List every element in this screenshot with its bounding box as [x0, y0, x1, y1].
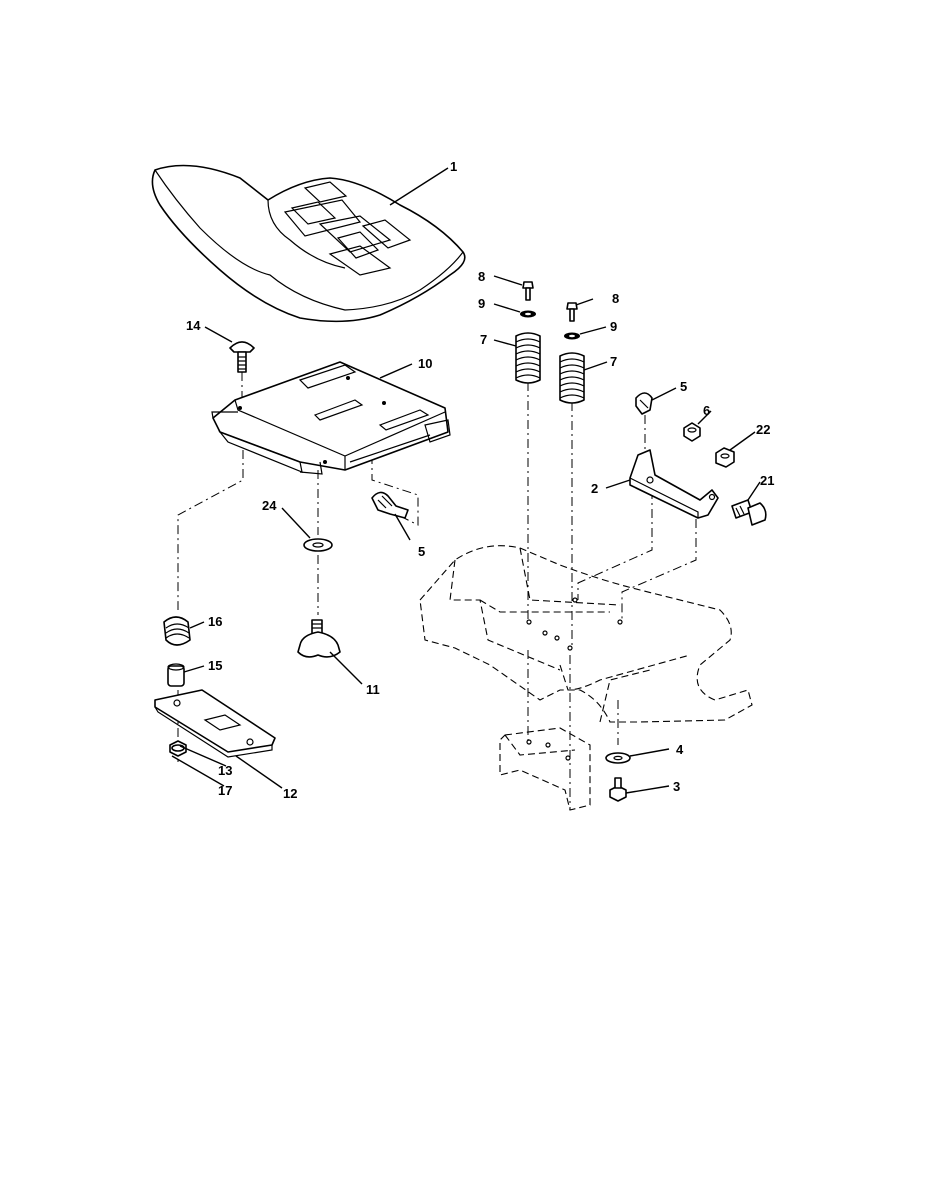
callout-7-left: 7	[480, 332, 487, 347]
callout-21: 21	[760, 473, 774, 488]
clip-part-5-upper	[635, 392, 653, 415]
bolt-part-8-right	[566, 302, 578, 322]
washer-part-4	[605, 752, 631, 764]
callout-9-left: 9	[478, 296, 485, 311]
washer-part-9-left	[520, 310, 536, 318]
clip-part-5-lower	[371, 491, 409, 519]
callout-7-right: 7	[610, 354, 617, 369]
wing-knob-part-11	[297, 619, 341, 658]
callout-9-right: 9	[610, 319, 617, 334]
callout-17: 17	[218, 783, 232, 798]
nut-part-13-17	[169, 740, 187, 757]
seat-pan-part-10	[211, 361, 451, 475]
callout-14: 14	[186, 318, 201, 333]
carriage-bolt-part-14	[229, 341, 255, 373]
callout-5-upper: 5	[680, 379, 687, 394]
leader-lines	[171, 167, 761, 794]
callout-15: 15	[208, 658, 222, 673]
alignment-lines	[177, 372, 697, 810]
callout-labels: 1 10 14 8 9 7 8 9 7 5 6 22 21 2 24 5 16 …	[186, 159, 774, 801]
callout-8-right: 8	[612, 291, 619, 306]
callout-11: 11	[366, 682, 380, 697]
nut-part-6	[683, 422, 701, 442]
callout-6: 6	[703, 403, 710, 418]
callout-3: 3	[673, 779, 680, 794]
callout-10: 10	[418, 356, 432, 371]
callout-2: 2	[591, 481, 598, 496]
callout-12: 12	[283, 786, 297, 801]
shoulder-bolt-part-21	[731, 499, 767, 526]
spring-part-7-right	[559, 352, 585, 404]
callout-24: 24	[262, 498, 277, 513]
bracket-part-2	[629, 449, 719, 519]
callout-16: 16	[208, 614, 222, 629]
washer-part-9-right	[564, 332, 580, 340]
nut-part-22	[715, 447, 735, 468]
callout-22: 22	[756, 422, 770, 437]
callout-4: 4	[676, 742, 684, 757]
tractor-frame-outline	[419, 545, 753, 811]
bolt-part-8-left	[522, 281, 534, 301]
washer-part-24	[303, 538, 333, 552]
spring-part-7-left	[515, 332, 541, 384]
bolt-part-3	[609, 777, 627, 802]
bracket-plate-part-12	[154, 689, 276, 758]
callout-5-lower: 5	[418, 544, 425, 559]
spacer-part-15	[167, 663, 185, 687]
spring-part-16	[163, 616, 191, 646]
callout-1: 1	[450, 159, 457, 174]
callout-13: 13	[218, 763, 232, 778]
callout-8-left: 8	[478, 269, 485, 284]
seat-part-1	[151, 164, 466, 323]
